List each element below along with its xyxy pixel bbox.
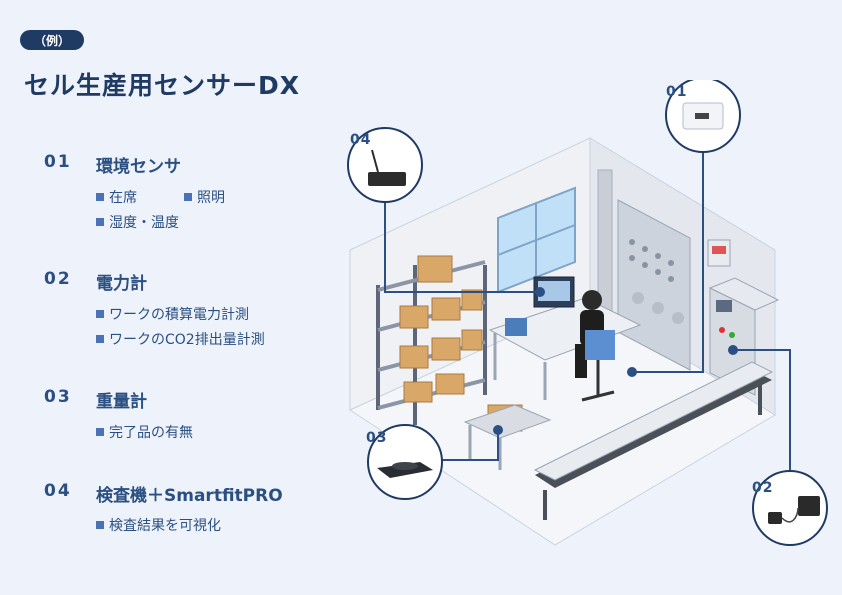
environment-sensor-icon — [682, 102, 724, 130]
bullet-square-icon — [96, 428, 104, 436]
bullet-inspection-visualize: 検査結果を可視化 — [96, 515, 221, 535]
bullet-square-icon — [96, 218, 104, 226]
section-01-number: 01 — [44, 152, 72, 172]
power-meter-icon — [768, 496, 820, 524]
conveyor-belt — [533, 361, 774, 520]
example-tag: （例） — [20, 30, 84, 50]
bullet-square-icon — [96, 335, 104, 343]
factory-illustration — [347, 80, 828, 546]
bullet-square-icon — [184, 193, 192, 201]
control-cabinet — [617, 199, 691, 371]
router-icon — [368, 149, 406, 186]
callout-02-circle — [752, 470, 828, 546]
bullet-square-icon — [96, 310, 104, 318]
bullet-presence: 在席 — [96, 187, 137, 207]
section-01-title: 環境センサ — [96, 157, 181, 177]
scale-icon — [377, 462, 433, 478]
section-03-number: 03 — [44, 387, 72, 407]
office-chair — [581, 330, 615, 402]
bullet-co2-measure: ワークのCO2排出量計測 — [96, 329, 265, 349]
page-title: セル生産用センサーDX — [24, 71, 301, 100]
section-04-title: 検査機＋SmartfitPRO — [96, 486, 283, 506]
connector-dots — [493, 287, 738, 435]
section-03-title: 重量計 — [96, 392, 147, 412]
section-02-title: 電力計 — [96, 274, 147, 294]
callout-01-label: 01 — [666, 84, 688, 100]
section-02-number: 02 — [44, 269, 72, 289]
bullet-lighting: 照明 — [184, 187, 225, 207]
section-04-number: 04 — [44, 481, 72, 501]
bullet-humidity-temperature: 湿度・温度 — [96, 212, 179, 232]
bullet-square-icon — [96, 521, 104, 529]
callout-03-label: 03 — [366, 430, 388, 446]
bullet-square-icon — [96, 193, 104, 201]
scale-table — [463, 404, 552, 439]
callout-04-label: 04 — [350, 132, 372, 148]
bullet-power-measure: ワークの積算電力計測 — [96, 304, 249, 324]
desk-device — [505, 318, 527, 336]
bullet-completion: 完了品の有無 — [96, 422, 193, 442]
connector-lines — [384, 152, 791, 470]
callout-02-label: 02 — [752, 480, 774, 496]
